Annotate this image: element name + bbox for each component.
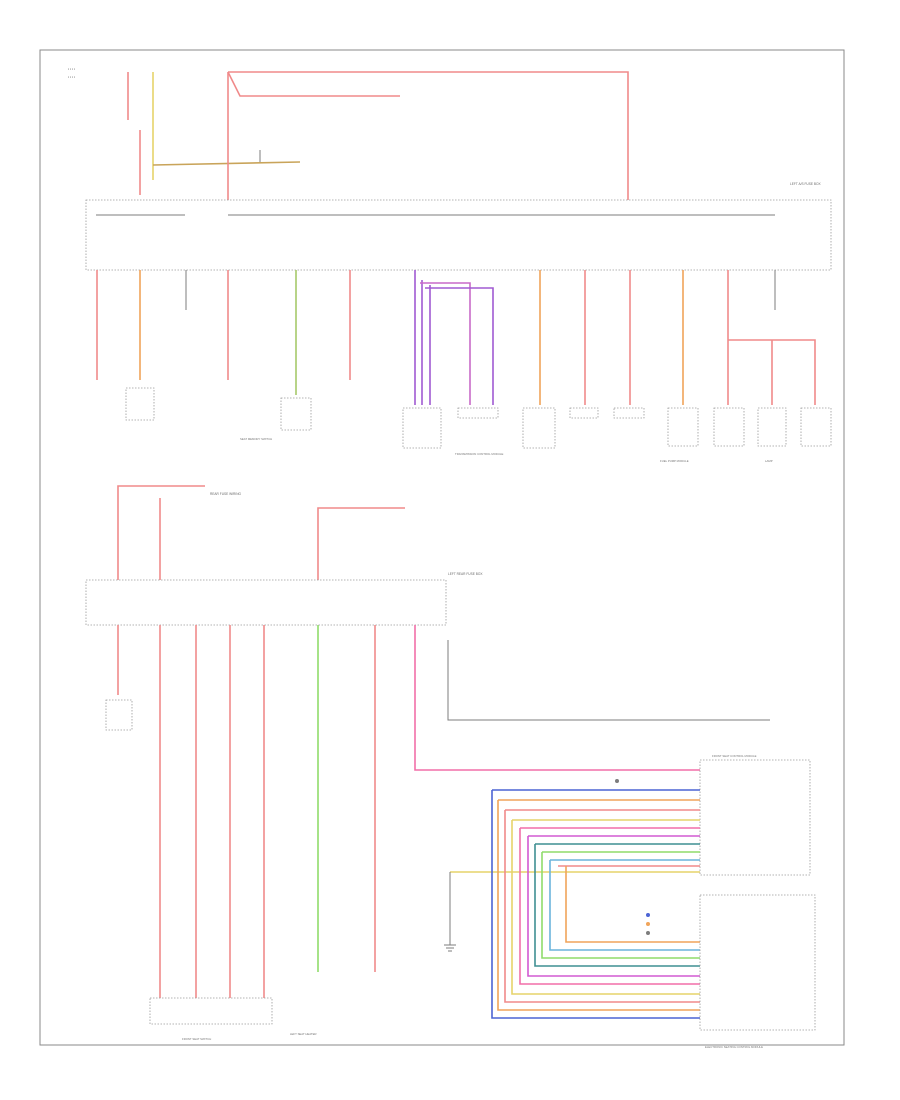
front-seat-switch-label: FRONT SEAT SWITCH	[182, 1037, 211, 1041]
label-top-left: ▪ ▪ ▪ ▪	[68, 67, 75, 71]
label-transmission: TRANSMISSION CONTROL MODULE	[455, 452, 504, 456]
component-box-9	[569, 407, 599, 419]
label-lamp: LAMP	[765, 459, 773, 463]
component-box-10	[613, 407, 645, 419]
drop-bottom-9	[447, 640, 770, 721]
rear-fuse-wiring-label: REAR FUSE WIRING	[210, 492, 242, 496]
fuse-box-bottom	[85, 579, 447, 626]
drop-wire-7d	[420, 282, 471, 405]
bus-vertical-group	[491, 790, 700, 1019]
front-seat-control-module-label: FRONT SEAT CONTROL MODULE	[712, 754, 757, 758]
electronic-seat-module-box	[699, 894, 816, 1031]
fuse-box-top-label: LEFT A/S FUSE BOX	[790, 182, 821, 186]
fuse-box-bottom-label: LEFT REAR FUSE BOX	[448, 572, 483, 576]
fuse-box-top	[85, 199, 832, 271]
component-box-7b	[457, 407, 499, 419]
pin-dots	[615, 779, 650, 935]
label-left-seat-heater: LEFT SEAT HEATER	[290, 1032, 317, 1036]
component-box-13	[757, 407, 787, 447]
front-seat-switch-box	[149, 997, 273, 1025]
wire-top-main	[228, 71, 629, 200]
drop-wire-7e	[425, 287, 494, 405]
component-box-2	[125, 387, 155, 421]
ground-symbol	[444, 944, 456, 952]
component-box-5	[280, 397, 312, 431]
front-seat-control-module-box	[699, 759, 811, 876]
wire-top-branch	[227, 71, 400, 97]
drop-bottom-8	[414, 625, 700, 771]
component-box-7	[402, 407, 442, 449]
wire-middle-feed-3	[317, 507, 405, 580]
component-box-lower-left	[105, 699, 133, 731]
label-fuel-pump: FUEL PUMP MODULE	[660, 459, 689, 463]
wire-middle-feed-1	[117, 485, 205, 580]
component-box-11	[667, 407, 699, 447]
drop-wire-12b	[728, 339, 816, 405]
component-box-14	[800, 407, 832, 447]
component-box-12	[713, 407, 745, 447]
diagram-frame	[39, 49, 845, 1046]
label-seat-memory: SEAT MEMORY SWITCH	[240, 437, 272, 441]
electronic-seat-module-label: ELECTRONIC SEATING CONTROL MODULE	[705, 1045, 763, 1049]
component-box-8	[522, 407, 556, 449]
label-top-left-2: ▪ ▪ ▪ ▪	[68, 75, 75, 79]
wire-orange-horizontal	[152, 161, 301, 166]
